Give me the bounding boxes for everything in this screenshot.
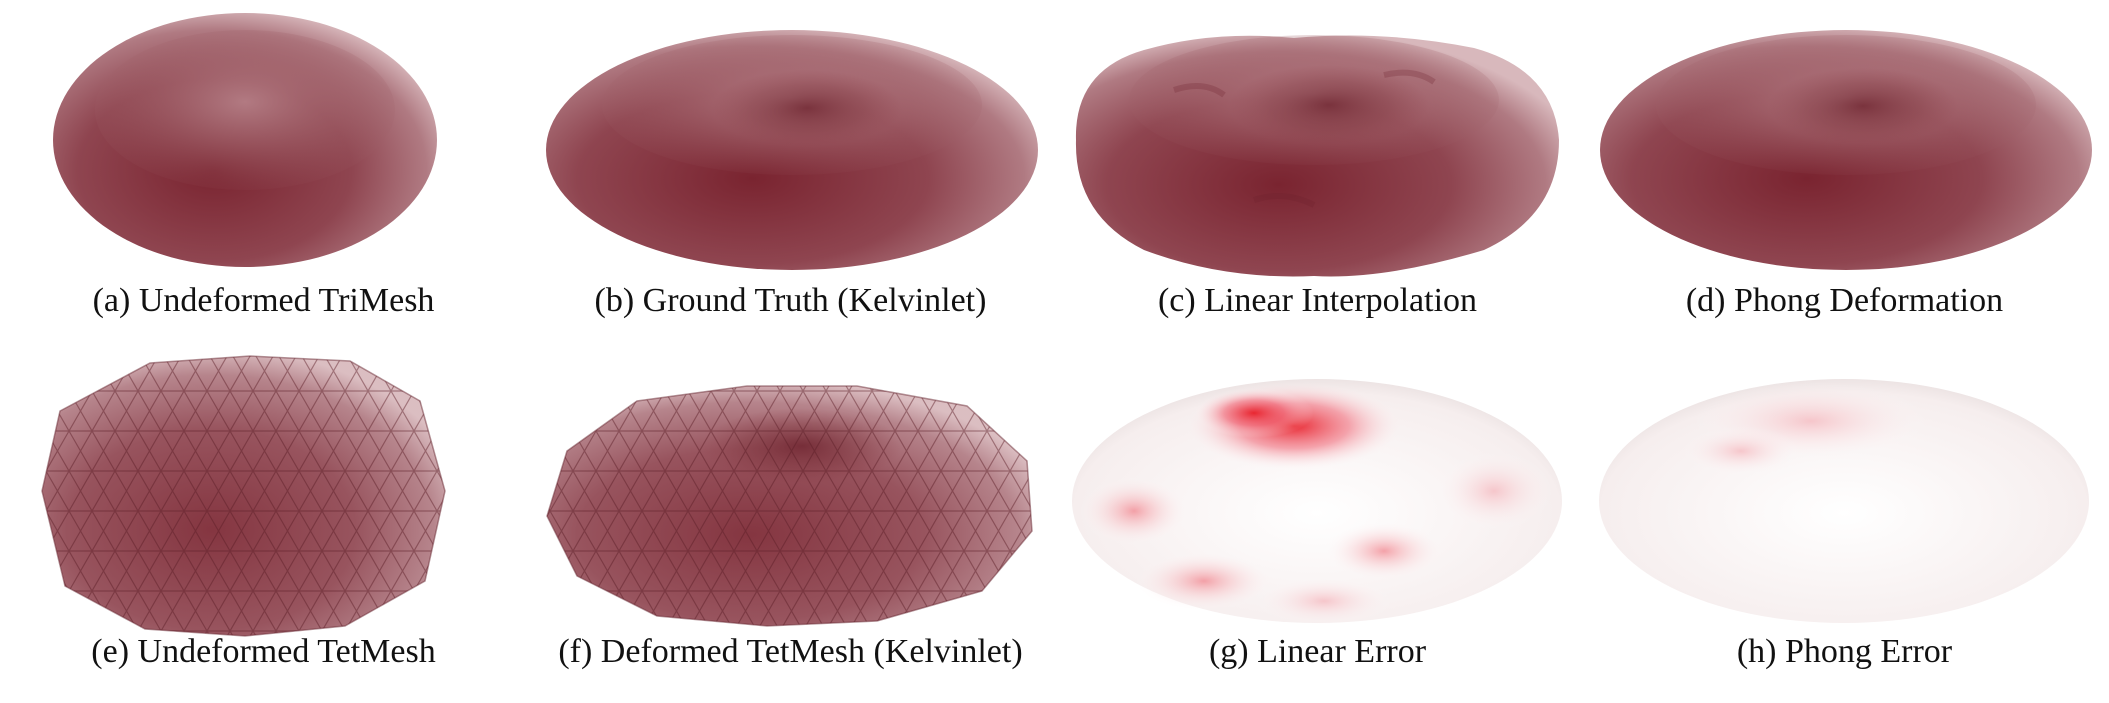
rbc-deformed-smooth-icon <box>546 30 1038 270</box>
panel-c: (c) Linear Interpolation <box>1054 0 1581 351</box>
caption-g: (g) Linear Error <box>1208 633 1427 670</box>
panel-h: (h) Phong Error <box>1581 351 2108 702</box>
caption-a: (a) Undeformed TriMesh <box>92 282 435 319</box>
rbc-deformed-smooth-icon <box>1600 30 2092 270</box>
caption-d: (d) Phong Deformation <box>1685 282 2004 319</box>
caption-h: (h) Phong Error <box>1736 633 1953 670</box>
rbc-error-low-icon <box>1599 379 2089 623</box>
panel-b: (b) Ground Truth (Kelvinlet) <box>527 0 1054 351</box>
panel-e: (e) Undeformed TetMesh <box>0 351 527 702</box>
caption-e: (e) Undeformed TetMesh <box>91 633 436 670</box>
rbc-error-high-icon <box>1072 379 1562 626</box>
caption-f: (f) Deformed TetMesh (Kelvinlet) <box>558 633 1023 670</box>
caption-c: (c) Linear Interpolation <box>1157 282 1478 319</box>
rbc-undeformed-wireframe-icon <box>41 355 446 637</box>
rbc-undeformed-smooth-icon <box>53 13 437 267</box>
caption-b: (b) Ground Truth (Kelvinlet) <box>594 282 987 319</box>
panel-g: (g) Linear Error <box>1054 351 1581 702</box>
panel-d: (d) Phong Deformation <box>1581 0 2108 351</box>
panel-a: (a) Undeformed TriMesh <box>0 0 527 351</box>
rbc-deformed-wireframe-icon <box>546 385 1033 627</box>
rbc-deformed-bumpy-icon <box>1075 35 1559 277</box>
panel-f: (f) Deformed TetMesh (Kelvinlet) <box>527 351 1054 702</box>
